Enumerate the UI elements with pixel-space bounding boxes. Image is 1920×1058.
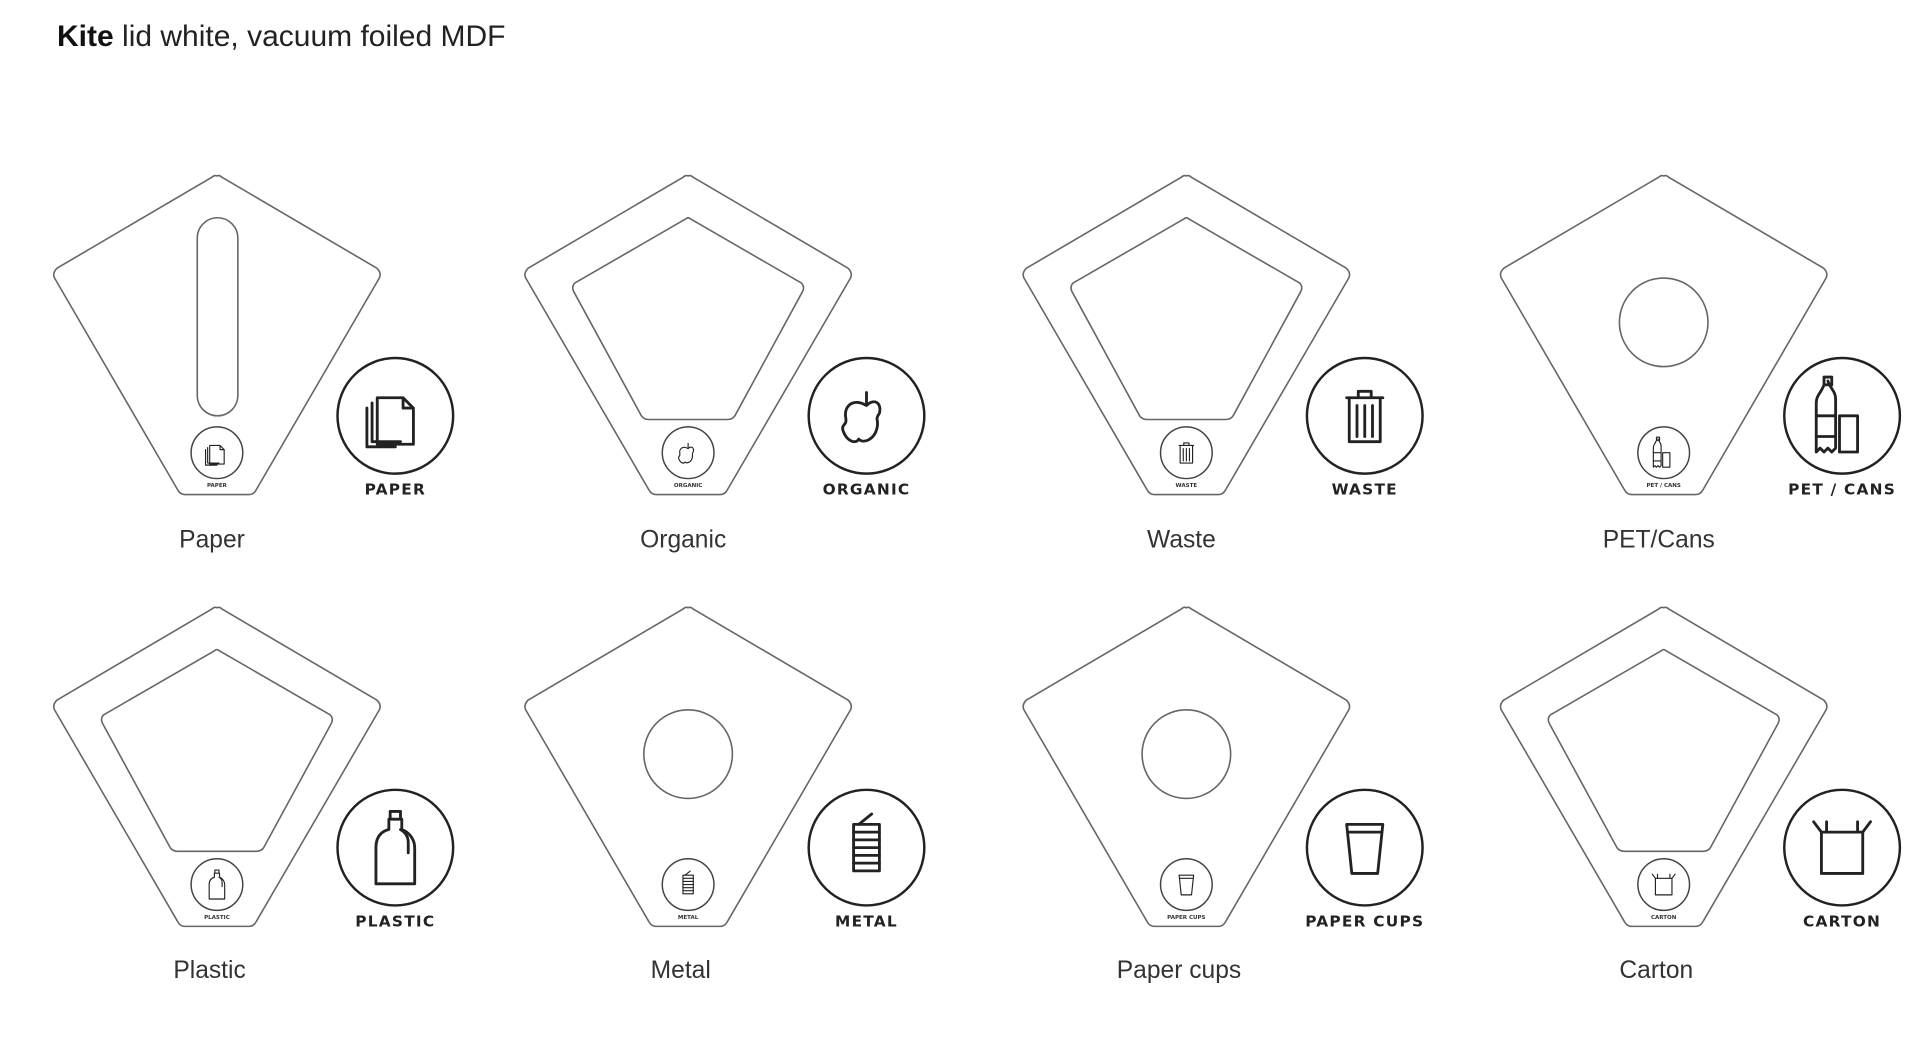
small-badge-label: WASTE (1176, 483, 1198, 489)
lid-caption: Paper cups (1117, 957, 1241, 984)
small-badge: METAL (661, 857, 715, 921)
category-badge: PET / CANS (1783, 356, 1902, 499)
bottle-can-icon (1814, 375, 1859, 454)
tin-can-icon (682, 870, 694, 895)
lid-outline (1499, 606, 1828, 928)
apple-icon (678, 442, 695, 464)
slot-opening (196, 216, 239, 417)
circle-opening (1141, 709, 1232, 800)
plastic-bottle-icon (374, 810, 417, 886)
small-badge: WASTE (1159, 426, 1213, 489)
lid-metal: METAL METAL Metal (524, 606, 926, 984)
small-badge: PLASTIC (190, 857, 244, 921)
small-badge-label: PAPER CUPS (1167, 915, 1205, 921)
cup-icon (1178, 874, 1195, 896)
small-badge-label: PLASTIC (204, 915, 230, 921)
lid-caption: Waste (1147, 526, 1216, 553)
cup-icon (1345, 822, 1385, 875)
lid-caption: Plastic (173, 957, 245, 984)
category-badge: WASTE (1305, 356, 1424, 499)
small-badge: PET / CANS (1637, 426, 1691, 489)
trash-bin-icon (1345, 389, 1385, 444)
small-badge-label: CARTON (1651, 915, 1677, 921)
circle-opening (1618, 277, 1709, 368)
category-badge: METAL (807, 788, 926, 930)
lid-pet-cans: PET / CANS PET / CANS PET/Cans (1499, 174, 1902, 553)
bottle-can-icon (1652, 436, 1671, 468)
title-bold: Kite (57, 20, 114, 53)
trash-bin-icon (1178, 442, 1195, 464)
category-badge: PAPER (336, 356, 455, 499)
category-badge: CARTON (1783, 788, 1902, 930)
lid-outline (524, 174, 853, 496)
lid-outline (1022, 174, 1351, 496)
small-badge-label: PET / CANS (1647, 483, 1681, 489)
badge-label: PET / CANS (1788, 481, 1896, 499)
badge-label: PAPER (365, 481, 426, 499)
paper-icon (205, 444, 225, 466)
lid-caption: Organic (640, 526, 726, 553)
badge-label: ORGANIC (823, 481, 911, 499)
tin-can-icon (852, 812, 881, 873)
circle-opening (643, 709, 734, 800)
category-badge: PLASTIC (336, 788, 455, 930)
lid-paper: PAPER PAPER Paper (52, 174, 455, 553)
badge-label: METAL (835, 912, 898, 930)
lid-waste: WASTE WASTE Waste (1022, 174, 1424, 553)
badge-label: WASTE (1332, 481, 1398, 499)
category-badge: ORGANIC (807, 356, 926, 499)
pentagon-opening (571, 216, 805, 421)
lid-outline (524, 606, 853, 928)
apple-icon (841, 391, 882, 444)
pentagon-opening (1547, 648, 1780, 853)
lid-plastic: PLASTIC PLASTIC Plastic (52, 606, 455, 984)
lid-paper-cups: PAPER CUPS PAPER CUPS Paper cups (1022, 606, 1424, 984)
lid-organic: ORGANIC ORGANIC Organic (524, 174, 926, 553)
lid-outline (52, 606, 381, 928)
pentagon-opening (100, 648, 334, 853)
carton-icon (1812, 820, 1872, 875)
badge-label: CARTON (1803, 912, 1881, 930)
carton-icon (1651, 873, 1676, 896)
badge-label: PLASTIC (355, 912, 435, 930)
lid-carton: CARTON CARTON Carton (1499, 606, 1902, 984)
title-rest: lid white, vacuum foiled MDF (113, 20, 506, 53)
small-badge-label: ORGANIC (674, 483, 702, 489)
plastic-bottle-icon (208, 869, 226, 900)
lid-caption: PET/Cans (1603, 526, 1715, 553)
small-badge-label: PAPER (207, 483, 228, 489)
pentagon-opening (1070, 216, 1303, 421)
small-badge: PAPER CUPS (1159, 857, 1213, 921)
lid-caption: Metal (651, 957, 711, 984)
small-badge: ORGANIC (661, 426, 715, 489)
lid-caption: Paper (179, 526, 245, 553)
lid-outline (1022, 606, 1351, 928)
page-title: Kite lid white, vacuum foiled MDF (57, 20, 506, 54)
small-badge: PAPER (190, 426, 244, 489)
category-badge: PAPER CUPS (1305, 788, 1424, 930)
lid-outline (52, 174, 381, 496)
paper-icon (365, 396, 415, 449)
small-badge-label: METAL (678, 915, 699, 921)
badge-label: PAPER CUPS (1305, 912, 1424, 930)
small-badge: CARTON (1637, 857, 1691, 921)
lid-outline (1499, 174, 1828, 496)
lid-caption: Carton (1619, 957, 1693, 984)
